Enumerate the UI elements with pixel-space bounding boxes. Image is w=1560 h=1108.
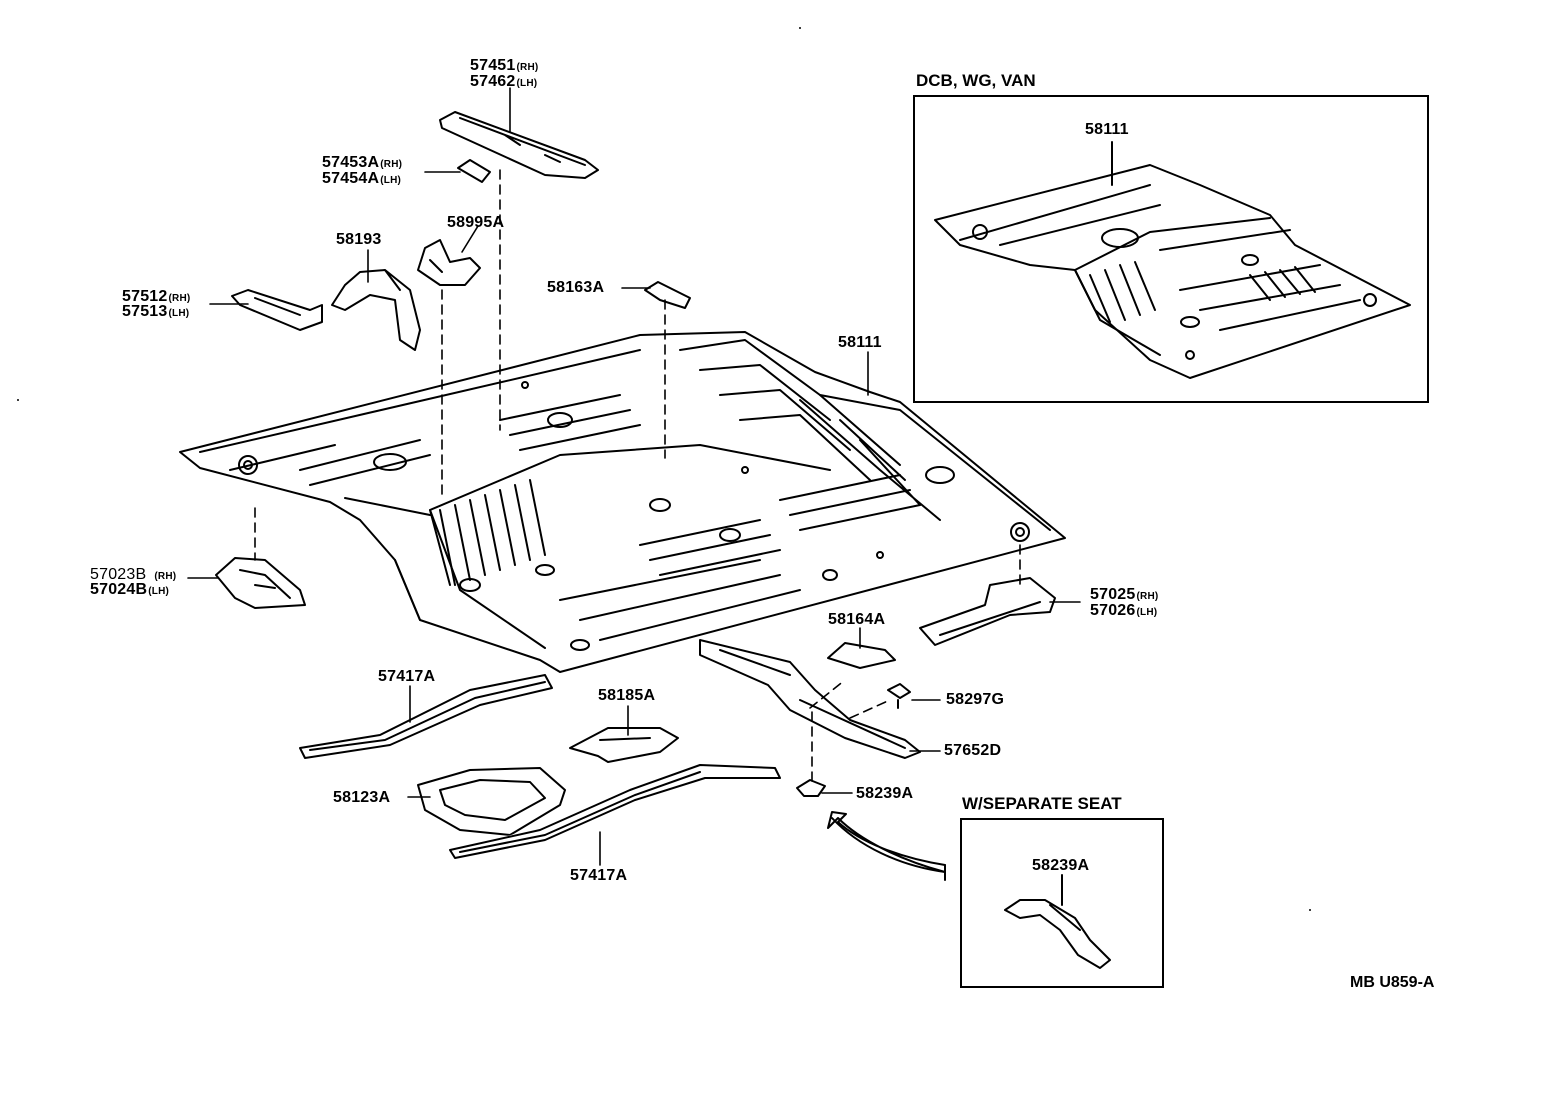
part-57417a-top bbox=[299, 674, 553, 759]
part-58164a bbox=[827, 642, 896, 669]
diagram-code: MB U859-A bbox=[1350, 974, 1435, 991]
part-58123a bbox=[417, 767, 566, 836]
variant-floor-pan bbox=[934, 164, 1411, 379]
part-57025 bbox=[919, 577, 1056, 646]
label-58111: 58111 bbox=[838, 334, 882, 351]
label-58297g: 58297G bbox=[946, 691, 1005, 708]
separate-seat-inset-part-label: 58239A bbox=[1032, 857, 1090, 874]
part-58163a bbox=[644, 281, 691, 309]
label-58185a: 58185A bbox=[598, 687, 656, 704]
label-57025: 57025(RH) bbox=[1090, 586, 1159, 603]
label-57417a-top: 57417A bbox=[378, 668, 436, 685]
label-58995a: 58995A bbox=[447, 214, 505, 231]
label-57512: 57512(RH) bbox=[122, 288, 191, 305]
part-58995a bbox=[417, 239, 481, 286]
label-57026: 57026(LH) bbox=[1090, 602, 1158, 619]
part-58239a bbox=[796, 779, 826, 797]
label-57513: 57513(LH) bbox=[122, 303, 190, 320]
part-57512 bbox=[231, 289, 323, 331]
part-58193 bbox=[331, 269, 421, 351]
main-floor-pan bbox=[179, 331, 1066, 673]
label-57024b: 57024B(LH) bbox=[90, 581, 170, 598]
part-57023b bbox=[215, 557, 306, 609]
label-57652d: 57652D bbox=[944, 742, 1002, 759]
pointer-arrow bbox=[827, 811, 946, 873]
part-57453a bbox=[457, 159, 491, 183]
alignment-lines bbox=[254, 169, 1021, 783]
label-58164a: 58164A bbox=[828, 611, 886, 628]
label-57417a-bottom: 57417A bbox=[570, 867, 628, 884]
leader-lines bbox=[187, 87, 1081, 866]
part-57417a-bottom bbox=[449, 764, 781, 859]
part-58185a bbox=[569, 727, 679, 763]
label-57453a: 57453A(RH) bbox=[322, 154, 403, 171]
label-58163a: 58163A bbox=[547, 279, 605, 296]
label-58193: 58193 bbox=[336, 231, 382, 248]
label-58123a: 58123A bbox=[333, 789, 391, 806]
variant-inset-title: DCB, WG, VAN bbox=[916, 71, 1036, 90]
part-58297g bbox=[887, 683, 911, 709]
part-57652d bbox=[699, 639, 921, 759]
label-57462: 57462(LH) bbox=[470, 73, 538, 90]
separate-seat-inset-box bbox=[960, 818, 1164, 988]
inset-part-58239a bbox=[1004, 899, 1111, 969]
label-57454a: 57454A(LH) bbox=[322, 170, 402, 187]
variant-inset-part-label: 58111 bbox=[1085, 121, 1129, 138]
label-57023b: 57023B(RH) bbox=[90, 566, 177, 583]
label-57451: 57451(RH) bbox=[470, 57, 539, 74]
label-58239a: 58239A bbox=[856, 785, 914, 802]
variant-inset-box bbox=[913, 95, 1429, 403]
separate-seat-inset-title: W/SEPARATE SEAT bbox=[962, 794, 1122, 813]
part-57451 bbox=[439, 111, 599, 179]
